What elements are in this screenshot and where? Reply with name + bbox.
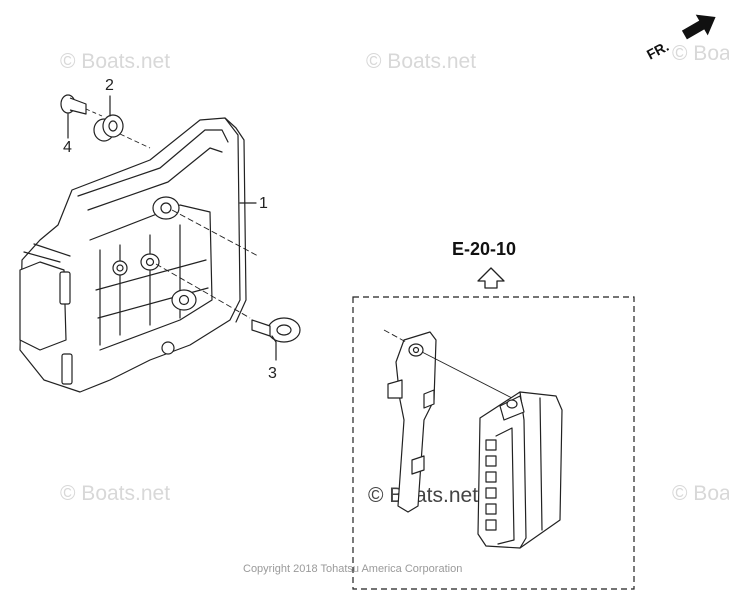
front-direction-label: FR.: [644, 38, 671, 63]
callout-part-1: 1: [259, 195, 268, 212]
grommet-part-2: [93, 95, 151, 149]
watermark: © Boats.net: [366, 50, 476, 73]
watermark: © Boats.net: [60, 482, 170, 505]
watermark: © Boats.net: [60, 50, 170, 73]
bolt-part-4: [60, 94, 103, 139]
copyright-notice: Copyright 2018 Tohatsu America Corporati…: [243, 563, 462, 575]
watermark: © Boats.net: [672, 42, 729, 65]
arrow-up-outline-icon: [477, 267, 505, 289]
reference-bracket-plate: [383, 329, 513, 513]
arrow-right-icon: [681, 14, 716, 40]
bracket-part-1: [19, 117, 259, 393]
callout-part-2: 2: [105, 77, 114, 94]
reference-code: E-20-10: [452, 239, 516, 259]
callout-part-3: 3: [268, 365, 277, 382]
callout-part-4: 4: [63, 139, 72, 156]
watermark: © Boats.net: [368, 484, 478, 507]
reference-assembly-box: [352, 296, 635, 590]
watermark: © Boats.net: [672, 482, 729, 505]
clip-part-3: [251, 317, 301, 361]
reference-control-module: [477, 391, 563, 549]
